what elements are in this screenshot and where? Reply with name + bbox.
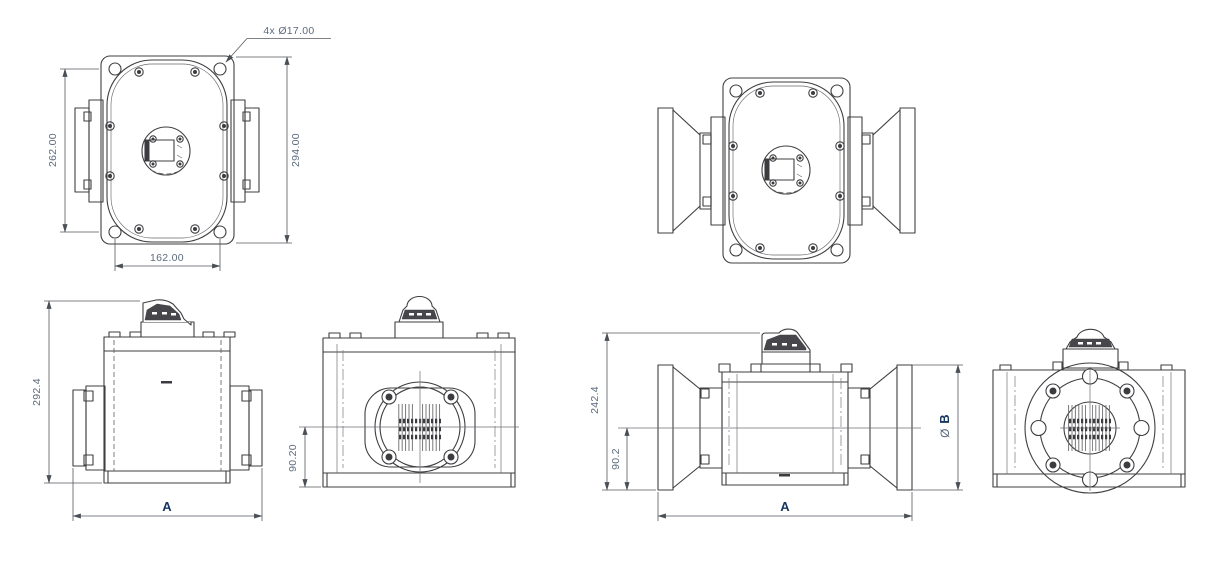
top-bolt-tabs xyxy=(328,332,510,339)
flange-bolts xyxy=(1045,383,1135,473)
hole-callout: 4x Ø17.00 xyxy=(225,25,331,63)
dim-flange-diameter: B Ø xyxy=(912,364,963,491)
view-side-port: 90.20 xyxy=(287,295,519,488)
view-front-flanged: 242.4 90.2 A B Ø xyxy=(589,328,963,521)
dim-90-2-label: 90.2 xyxy=(610,448,622,470)
corner-holes xyxy=(729,84,844,257)
port-flange xyxy=(299,371,519,483)
right-flange-front xyxy=(229,385,263,471)
dim-262-label: 262.00 xyxy=(47,133,59,167)
counter-head-top xyxy=(141,126,191,176)
dim-294-label: 294.00 xyxy=(290,133,302,167)
dim-162: 162.00 xyxy=(114,239,221,271)
left-flange-assembly xyxy=(657,107,726,234)
cover-bolts xyxy=(728,88,845,253)
hole-callout-label: 4x Ø17.00 xyxy=(263,25,314,37)
left-flange-assembly xyxy=(657,364,723,491)
counter-head-side xyxy=(1062,328,1119,369)
dim-242-label: 242.4 xyxy=(589,386,601,414)
dim-262: 262.00 xyxy=(47,68,99,233)
cover-bolts xyxy=(105,67,229,234)
view-front: 292.4 A xyxy=(31,299,263,521)
left-flange-front xyxy=(72,385,106,471)
dim-flange-symbol: Ø xyxy=(938,428,952,438)
right-flange-assembly xyxy=(847,107,916,234)
view-side-flanged xyxy=(992,328,1186,494)
dim-294: 294.00 xyxy=(236,56,302,244)
dim-90-20: 90.20 xyxy=(287,426,321,488)
dim-flange-letter: B xyxy=(937,414,952,423)
dim-292-label: 292.4 xyxy=(31,378,43,406)
round-flange xyxy=(1024,362,1156,494)
top-bolt-tabs xyxy=(718,363,853,373)
left-stub xyxy=(74,99,104,203)
right-flange-assembly xyxy=(847,364,913,491)
counter-head-front xyxy=(140,299,195,338)
dim-a-flanged-label: A xyxy=(780,499,790,514)
right-stub xyxy=(230,99,260,203)
corner-holes xyxy=(108,62,227,239)
dim-90-20-label: 90.20 xyxy=(287,444,299,472)
counter-head-side xyxy=(394,295,444,339)
top-bolt-tabs xyxy=(108,331,236,338)
dim-162-label: 162.00 xyxy=(150,252,184,264)
dim-242: 242.4 xyxy=(589,332,760,491)
dim-a-flanged: A xyxy=(657,492,913,521)
dim-a-front-label: A xyxy=(162,499,172,514)
view-top-plan: 262.00 294.00 162.00 4x Ø17.00 xyxy=(47,25,331,271)
dim-a-front: A xyxy=(72,468,263,521)
view-top-plan-flanged xyxy=(657,77,916,264)
counter-head-top xyxy=(761,145,811,195)
counter-head-front xyxy=(761,328,811,365)
dim-90-2: 90.2 xyxy=(610,427,630,491)
port-bolts xyxy=(381,389,459,465)
top-bolt-tabs xyxy=(999,361,1173,371)
